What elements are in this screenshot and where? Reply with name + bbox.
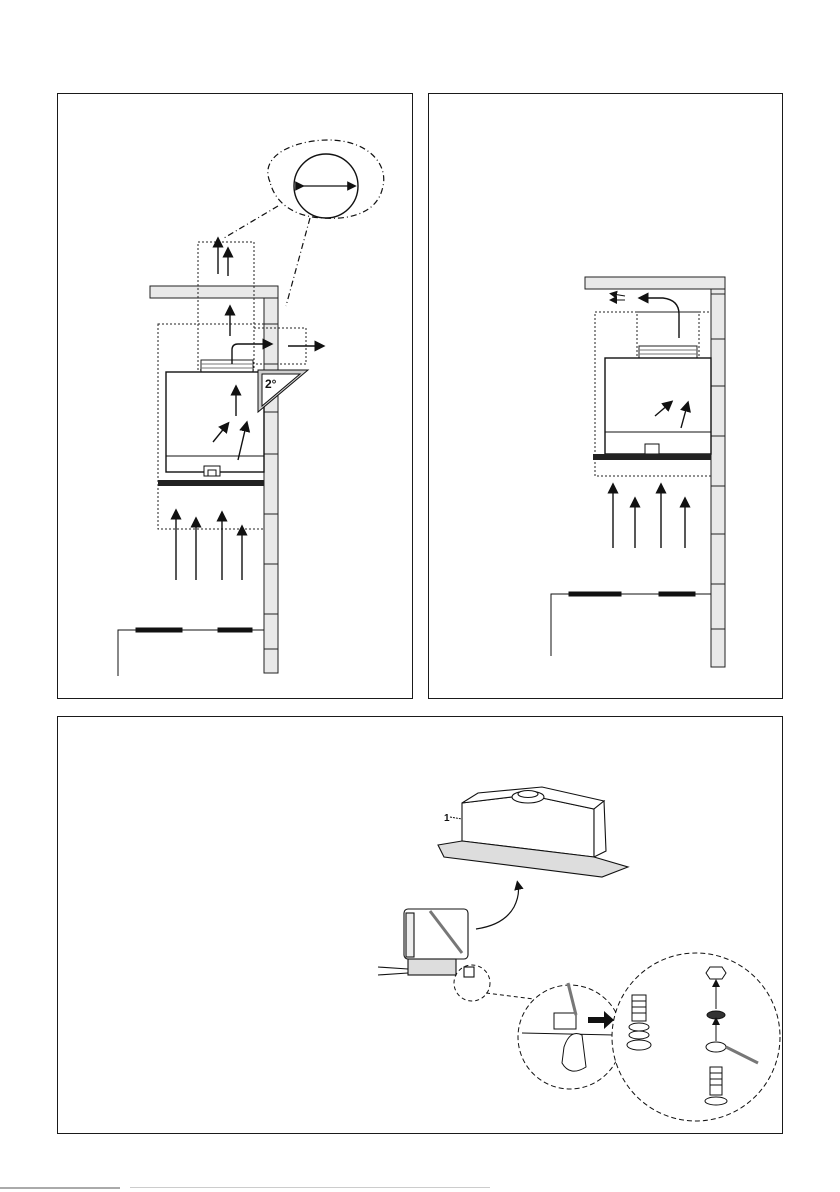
wall — [711, 277, 725, 667]
ground-wire-assembly-panel: 1 — [57, 716, 783, 1134]
chimney-duct — [198, 242, 254, 370]
angle-label: 2° — [265, 377, 277, 391]
cooktop — [118, 628, 264, 676]
recirculation-installation-panel — [428, 93, 783, 699]
part-label: 1 — [444, 813, 450, 824]
footer-artifact — [0, 1184, 840, 1192]
ceiling — [150, 286, 278, 298]
hood-collar — [201, 360, 253, 372]
ducted-installation-panel: 2° — [57, 93, 413, 699]
ducted-diagram: 2° — [58, 94, 412, 698]
detail-callout-screw-assembly — [612, 953, 780, 1121]
detail-callout-connector — [518, 983, 622, 1089]
motor-unit — [378, 909, 474, 977]
cooktop — [551, 592, 711, 656]
hood-body — [166, 372, 264, 472]
ceiling — [585, 277, 725, 289]
duct-diameter-callout — [224, 140, 384, 306]
recirculation-diagram — [429, 94, 782, 698]
link-arrow — [476, 885, 519, 929]
hood-body — [605, 358, 711, 454]
assembly-diagram: 1 — [58, 717, 782, 1133]
hood-base-plate — [158, 480, 264, 486]
angle-wedge: 2° — [258, 370, 308, 412]
hood-base-plate — [593, 454, 711, 460]
hood-insert-isometric — [438, 787, 628, 877]
